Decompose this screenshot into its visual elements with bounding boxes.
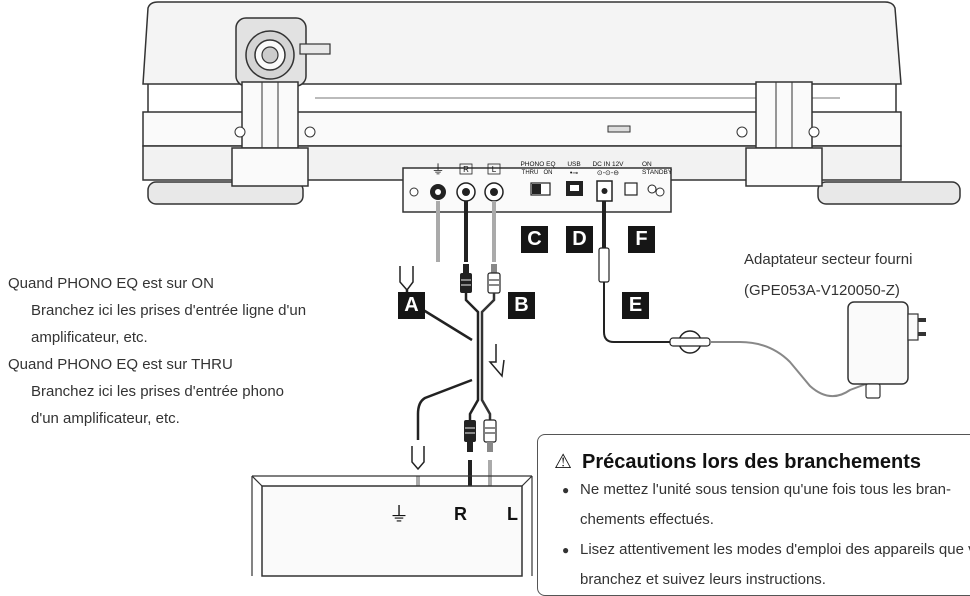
badge-d: D (566, 226, 593, 253)
dc-in-jack (596, 180, 613, 202)
cable-direction-arrow (488, 344, 505, 378)
adapter-label-line-2: (GPE053A-V120050-Z) (744, 282, 900, 299)
dust-cover (142, 1, 902, 85)
standby-button (624, 182, 638, 196)
ac-adapter (847, 301, 926, 399)
badge-f: F (628, 226, 655, 253)
amp-label-l: L (507, 504, 518, 524)
panel-label-dc-in: DC IN 12V (592, 161, 624, 168)
dc-plug (598, 236, 610, 283)
hinge-right (736, 81, 823, 187)
phono-note-line-5: Branchez ici les prises d'entrée phono (31, 383, 285, 400)
usb-port (566, 181, 583, 196)
ground-symbol-label: ⏚ (431, 162, 444, 177)
connection-diagram: ⏚ R L PHONO EQ THRU ON USB •⊸ DC IN 12V … (142, 1, 961, 577)
rca-jack-r (456, 182, 476, 202)
adapter-label: Adaptateur secteur fourni (GPE053A-V1200… (744, 244, 912, 306)
phono-note-line-4: Quand PHONO EQ est sur THRU (8, 356, 233, 373)
badge-c: C (521, 226, 548, 253)
caution-list: Ne mettez l'unité sous tension qu'une fo… (538, 475, 970, 595)
badge-b: B (508, 292, 535, 319)
rca-plug-r (460, 264, 472, 293)
phono-note-line-3: amplificateur, etc. (31, 329, 148, 346)
phono-note-line-2: Branchez ici les prises d'entrée ligne d… (31, 302, 307, 319)
phono-eq-note: Quand PHONO EQ est sur ON Branchez ici l… (8, 270, 360, 432)
panel-label-phono-eq: PHONO EQ (520, 161, 555, 168)
phono-note-line-6: d'un amplificateur, etc. (31, 410, 180, 427)
foot-right (817, 181, 961, 205)
caution-item-1: Ne mettez l'unité sous tension qu'une fo… (562, 475, 970, 535)
hinge-left (231, 81, 316, 187)
panel-label-eq-on: ON (544, 170, 553, 176)
badge-a: A (398, 292, 425, 319)
phono-note-line-1: Quand PHONO EQ est sur ON (8, 275, 214, 292)
caution-title: ⚠ Précautions lors des branchements (554, 449, 921, 474)
badge-e: E (622, 292, 649, 319)
usb-symbol-label: •⊸ (570, 170, 578, 177)
rca-plug-r-bottom (464, 420, 476, 452)
amp-ground-symbol: ⏚ (389, 504, 409, 526)
amp-label-r: R (454, 504, 467, 524)
panel-label-l: L (492, 165, 497, 174)
panel-label-usb: USB (567, 161, 580, 168)
amplifier (251, 475, 533, 577)
tonearm (235, 17, 331, 87)
caution-box: ⚠ Précautions lors des branchements Ne me… (537, 434, 970, 596)
rca-plug-l (487, 264, 501, 294)
cable-ferrite (669, 330, 711, 354)
ground-wire-spade (399, 266, 414, 292)
rca-plug-l-bottom (483, 419, 497, 452)
phono-eq-switch (530, 182, 551, 196)
foot-left (147, 181, 304, 205)
ground-terminal (430, 184, 446, 200)
panel-label-r: R (463, 165, 469, 174)
panel-label-thru: THRU (522, 170, 539, 176)
warning-icon: ⚠ (554, 451, 572, 473)
polarity-symbol-label: ⊙-⊙-⊖ (597, 170, 619, 177)
panel-label-power-on: ON (642, 161, 652, 168)
ground-wire-spade-bottom (411, 446, 425, 471)
caution-item-2: Lisez attentivement les modes d'emploi d… (562, 535, 970, 595)
rca-jack-l (484, 182, 504, 202)
caution-title-text: Précautions lors des branchements (582, 451, 922, 473)
panel-label-standby: STANDBY (642, 169, 673, 176)
adapter-label-line-1: Adaptateur secteur fourni (744, 251, 913, 268)
